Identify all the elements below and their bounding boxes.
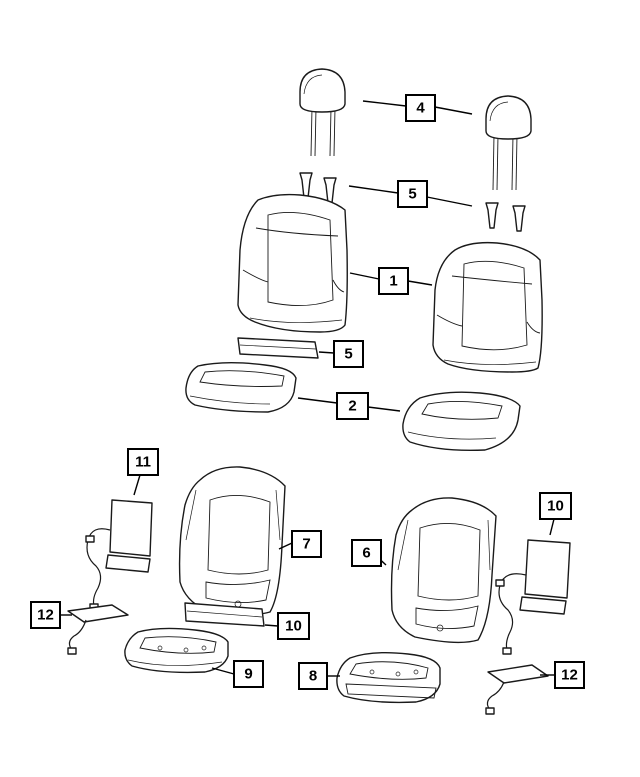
callout-3[interactable]: 4 <box>405 94 436 122</box>
callout-10-right[interactable]: 10 <box>539 492 572 520</box>
occupant-sensor-mat-left <box>67 604 129 655</box>
occupant-sensor-mat-right <box>485 664 549 715</box>
callout-label: 12 <box>37 607 54 624</box>
seat-back-frame-left <box>178 466 286 616</box>
callout-8[interactable]: 8 <box>298 662 328 690</box>
callout-label: 11 <box>135 454 151 471</box>
headrest-guides-left <box>299 172 337 204</box>
seat-back-panel-right <box>495 539 571 655</box>
headrest-right <box>485 95 532 191</box>
seat-cushion-frame-left <box>124 627 229 674</box>
callout-label: 2 <box>348 398 356 415</box>
callout-label: 9 <box>244 666 252 683</box>
headrest-guides-right <box>485 202 526 232</box>
callout-label: 4 <box>416 100 425 117</box>
seat-back-cover-right <box>432 241 543 373</box>
headrest-left <box>299 68 346 157</box>
seat-back-panel-left <box>85 499 153 611</box>
callout-label: 6 <box>362 545 370 562</box>
callout-label: 5 <box>408 186 416 203</box>
callout-label: 5 <box>344 346 352 363</box>
callout-6[interactable]: 6 <box>351 539 382 567</box>
callout-label: 10 <box>285 618 302 635</box>
seat-cushion-pad-lower <box>184 602 265 627</box>
callout-9[interactable]: 9 <box>233 660 264 688</box>
seat-back-cover-left <box>237 193 348 333</box>
callout-5[interactable]: 5 <box>333 340 364 368</box>
callout-12-right[interactable]: 12 <box>554 661 585 689</box>
callout-label: 7 <box>302 536 310 553</box>
callout-label: 1 <box>389 273 397 290</box>
seat-cushion-frame-right <box>336 651 441 704</box>
leader-lines <box>59 100 555 677</box>
seat-cushion-cover-right <box>402 391 521 451</box>
seat-cushion-cover-left <box>185 362 297 413</box>
callout-12-left[interactable]: 12 <box>30 601 61 629</box>
seat-cushion-pad <box>237 337 319 359</box>
callout-1[interactable]: 1 <box>378 267 409 295</box>
callout-4[interactable]: 5 <box>397 180 428 208</box>
callout-label: 10 <box>547 498 564 515</box>
callout-10-left[interactable]: 10 <box>277 612 310 640</box>
callout-7[interactable]: 7 <box>291 530 322 558</box>
callout-2[interactable]: 2 <box>336 392 369 420</box>
callout-label: 12 <box>561 667 578 684</box>
callout-label: 8 <box>309 668 317 685</box>
callout-11[interactable]: 11 <box>127 448 159 476</box>
seat-back-frame-right <box>390 497 497 644</box>
